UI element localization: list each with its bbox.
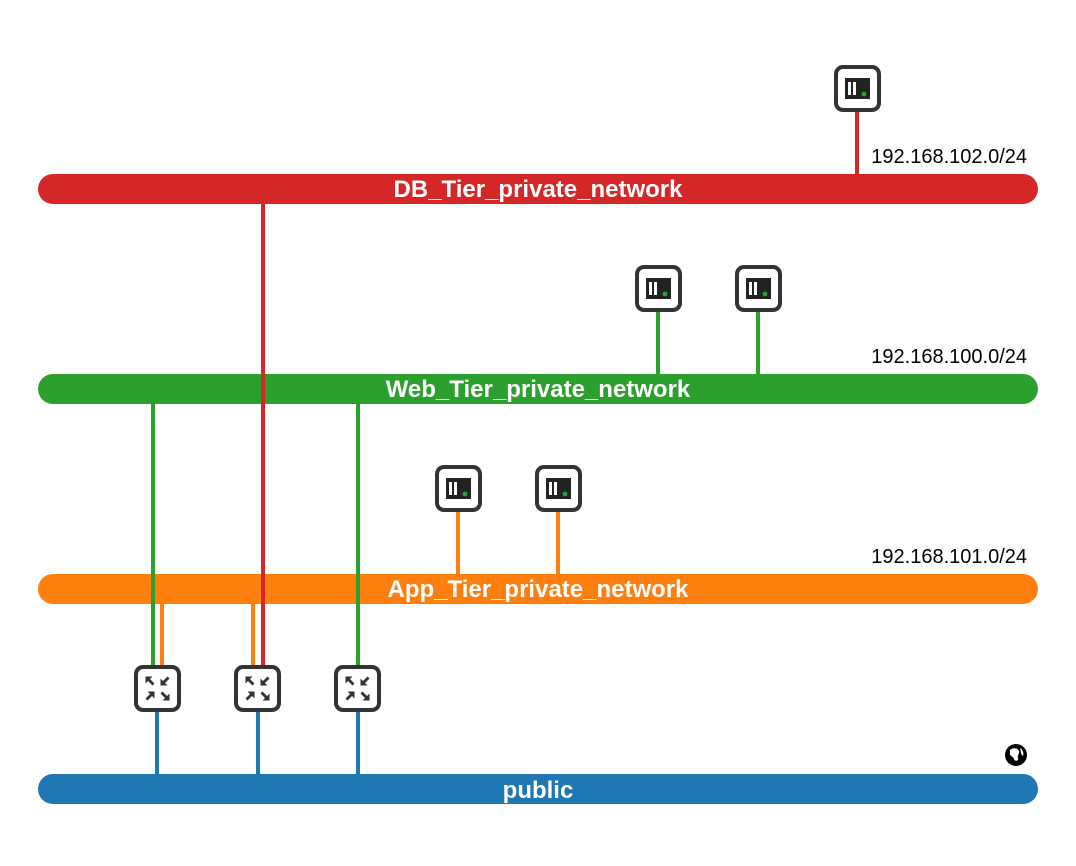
network-web[interactable]: Web_Tier_private_network 192.168.100.0/2… [38, 346, 1038, 404]
network-app[interactable]: App_Tier_private_network 192.168.101.0/2… [38, 546, 1038, 604]
router-icon [145, 676, 170, 701]
router-node-frame[interactable] [234, 665, 281, 712]
instance-icon [446, 478, 471, 499]
router-3[interactable] [334, 665, 381, 712]
instance-web-2[interactable] [735, 265, 782, 312]
instance-icon [546, 478, 571, 499]
network-bar[interactable] [38, 774, 1038, 804]
instance-app-2[interactable] [535, 465, 582, 512]
router-1[interactable] [134, 665, 181, 712]
network-bar[interactable] [38, 174, 1038, 204]
instance-icon [646, 278, 671, 299]
instance-icon [746, 278, 771, 299]
network-bar[interactable] [38, 374, 1038, 404]
router-icon [245, 676, 270, 701]
network-name: DB_Tier_private_network [393, 176, 683, 203]
network-cidr: 192.168.102.0/24 [871, 146, 1027, 168]
instance-web-1[interactable] [635, 265, 682, 312]
network-bar[interactable] [38, 574, 1038, 604]
instance-icon [845, 78, 870, 99]
network-cidr: 192.168.100.0/24 [871, 346, 1027, 368]
router-2[interactable] [234, 665, 281, 712]
globe-icon [1005, 744, 1027, 766]
network-cidr: 192.168.101.0/24 [871, 546, 1027, 568]
instance-app-1[interactable] [435, 465, 482, 512]
network-db[interactable]: DB_Tier_private_network 192.168.102.0/24 [38, 146, 1038, 204]
network-name: App_Tier_private_network [388, 576, 690, 603]
network-name: Web_Tier_private_network [386, 376, 691, 403]
router-node-frame[interactable] [134, 665, 181, 712]
network-name: public [503, 777, 574, 804]
router-node-frame[interactable] [334, 665, 381, 712]
network-public[interactable]: public [38, 774, 1038, 804]
instance-db-1[interactable] [834, 65, 881, 112]
crossing-links [151, 374, 360, 604]
router-icon [345, 676, 370, 701]
